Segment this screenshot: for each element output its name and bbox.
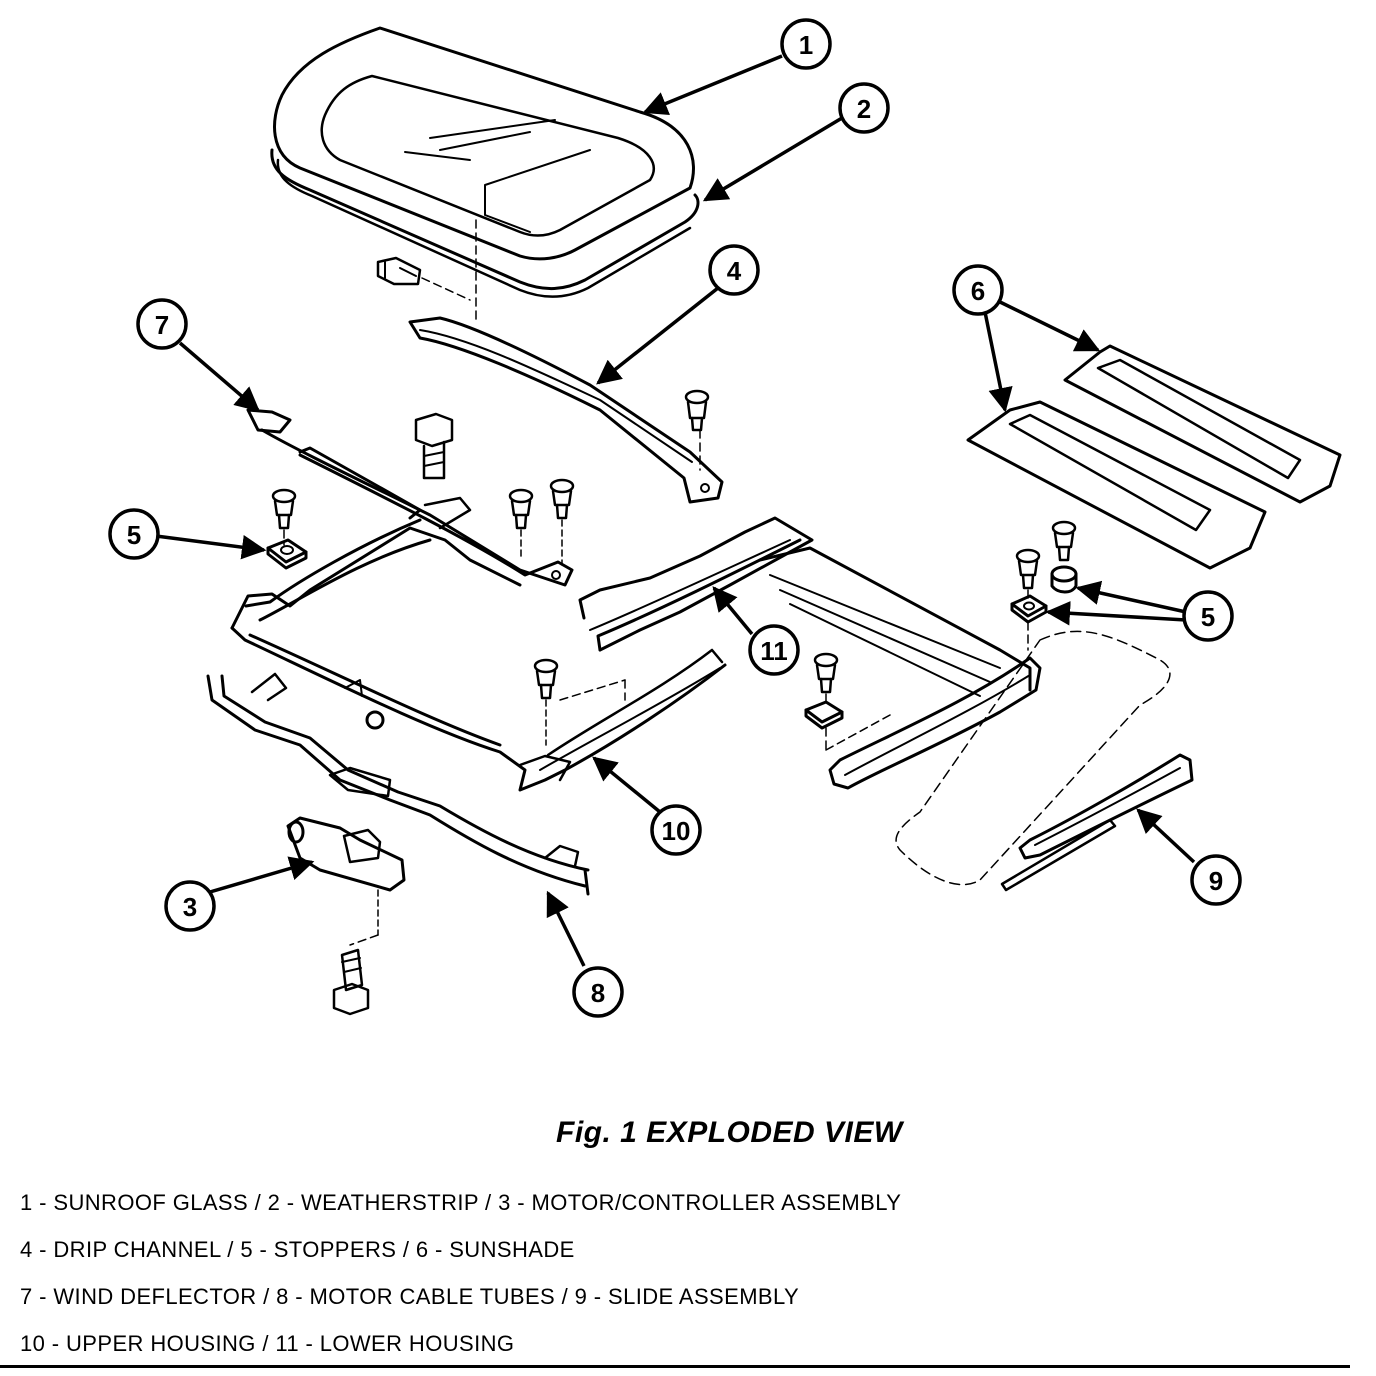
leader-arrows [155,54,1196,967]
screw [1051,520,1077,562]
weatherstrip [270,148,700,298]
callout-circle [572,966,624,1018]
callout-circle [748,624,800,676]
callout-circle [1182,590,1234,642]
legend-line: 7 - WIND DEFLECTOR / 8 - MOTOR CABLE TUB… [20,1284,800,1309]
motor-cable-tubes [206,672,590,896]
screw [549,478,575,566]
callout-circle [708,244,760,296]
legend-line: 10 - UPPER HOUSING / 11 - LOWER HOUSING [20,1331,515,1356]
slide-assembly [1000,753,1194,892]
callout-circle [136,298,188,350]
screw [1015,548,1041,590]
stopper [266,538,308,570]
screw [533,658,559,746]
alignment-guides [283,219,1029,946]
callout-5-left: 5 [127,520,141,550]
wind-deflector [246,408,574,587]
callout-circle [838,82,890,134]
callout-1: 1 [799,30,813,60]
callout-circle [1190,854,1242,906]
drip-channel [408,316,724,504]
legend-line: 4 - DRIP CHANNEL / 5 - STOPPERS / 6 - SU… [20,1237,575,1262]
motor-controller-assembly [286,816,406,936]
callout-circle [952,264,1004,316]
bottom-rule [0,1365,1350,1368]
sunroof-exploded-diagram: 1 2 3 4 5 5 6 7 8 9 10 11 [108,18,1342,1018]
stopper [804,700,844,730]
bolt [332,948,370,1016]
screw [271,488,297,530]
callout-2: 2 [857,94,871,124]
screw [508,488,534,561]
sunshade [966,344,1342,570]
callout-circle [780,18,832,70]
callout-9: 9 [1209,866,1223,896]
bolt [414,412,454,480]
callout-circle [650,804,702,856]
stopper [1050,565,1078,594]
upper-housing [230,518,727,792]
stopper [1010,594,1048,624]
callout-5-right: 5 [1201,602,1215,632]
figure-title: Fig. 1 EXPLODED VIEW [556,1116,903,1149]
callout-3: 3 [183,892,197,922]
callout-4: 4 [727,256,742,286]
callout-circle [164,880,216,932]
callout-8: 8 [591,978,605,1008]
callout-circle [108,508,160,560]
callout-7: 7 [155,310,169,340]
sunroof-glass [273,26,695,261]
lower-housing [578,516,1042,790]
screw [684,389,710,432]
bolt [376,256,471,301]
callout-6: 6 [971,276,985,306]
sunshade-outline [895,630,1171,886]
screw [813,652,839,694]
callout-10: 10 [662,816,691,846]
legend-line: 1 - SUNROOF GLASS / 2 - WEATHERSTRIP / 3… [20,1190,902,1215]
callout-11: 11 [760,636,788,666]
